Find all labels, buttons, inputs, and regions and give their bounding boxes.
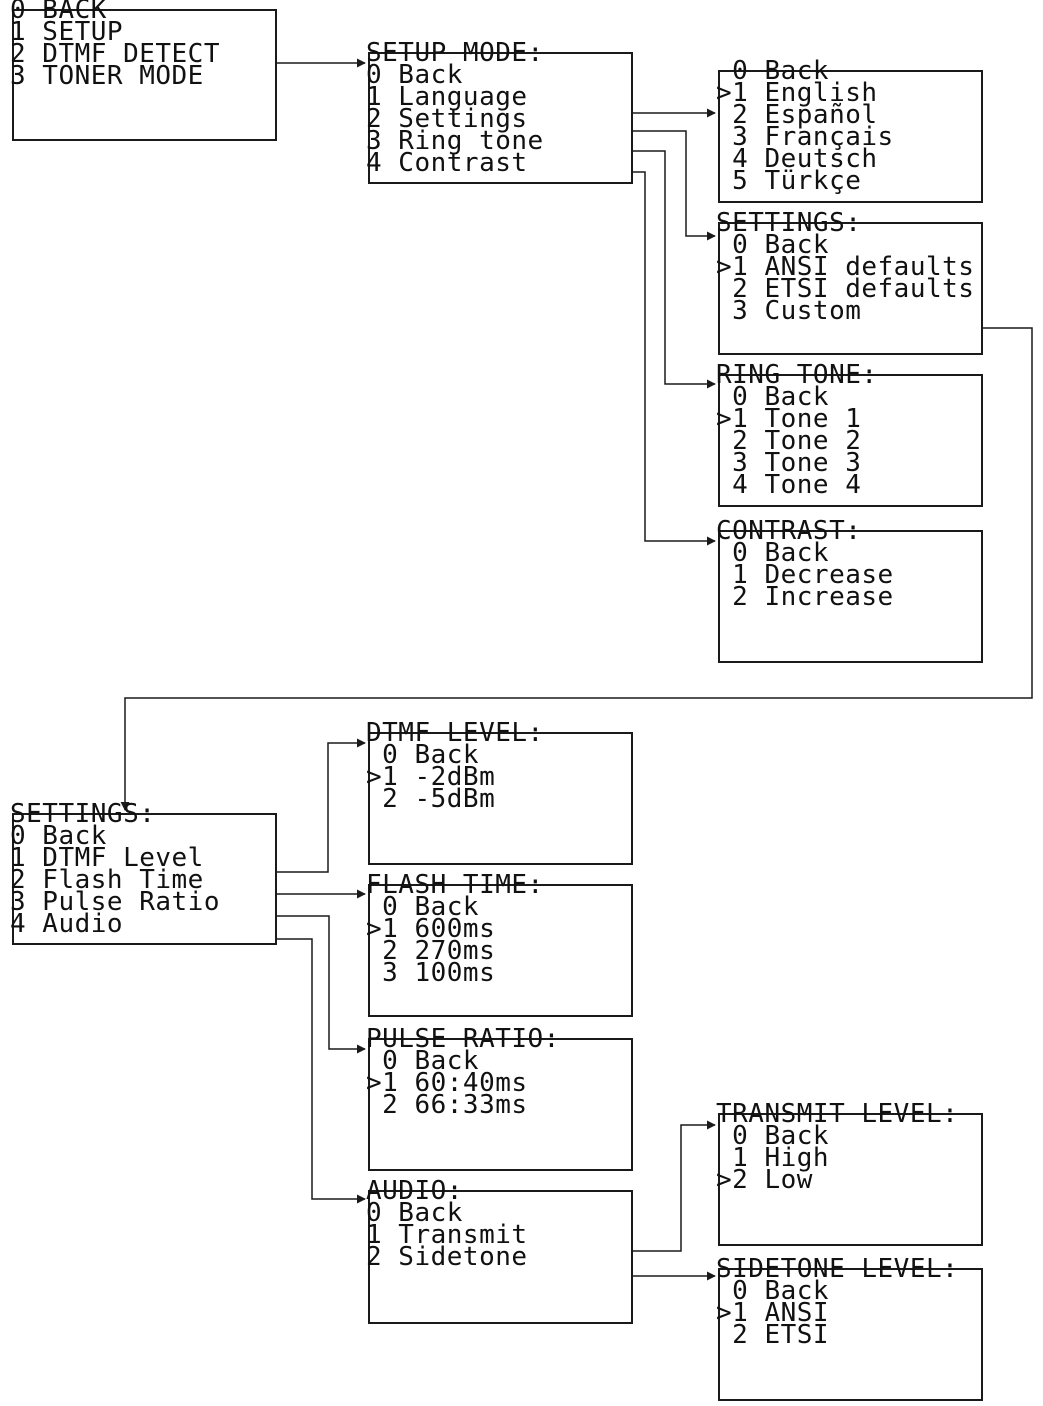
flash-time-line: 0 Back: [366, 892, 480, 922]
ring-tone-line: 2 Tone 2: [716, 426, 862, 456]
audio-line: 2 Sidetone: [366, 1242, 528, 1272]
transmit-level-line: TRANSMIT LEVEL:: [716, 1099, 959, 1129]
flash-time-line: >1 600ms: [366, 914, 496, 944]
setup-mode-line: 4 Contrast: [366, 148, 528, 178]
sidetone-level-list: SIDETONE LEVEL: 0 Back>1 ANSI 2 ETSI: [716, 1254, 959, 1350]
language-line: 5 Türkçe: [716, 166, 862, 196]
settings-custom-line: 3 Pulse Ratio: [10, 887, 220, 917]
dtmf-level-panel: DTMF LEVEL: 0 Back>1 -2dBm 2 -5dBm: [366, 720, 633, 865]
pulse-ratio-line: 2 66:33ms: [366, 1090, 528, 1120]
pulse-ratio-list: PULSE RATIO: 0 Back>1 60:40ms 2 66:33ms: [366, 1024, 560, 1120]
language-line: 0 Back: [716, 56, 830, 86]
ring-tone-list: RING TONE: 0 Back>1 Tone 1 2 Tone 2 3 To…: [716, 360, 878, 500]
settings-defaults-line: >1 ANSI defaults: [716, 252, 975, 282]
audio-line: AUDIO:: [366, 1176, 463, 1206]
dtmf-level-line: DTMF LEVEL:: [366, 718, 544, 748]
dtmf-level-list: DTMF LEVEL: 0 Back>1 -2dBm 2 -5dBm: [366, 718, 544, 814]
settings-custom-line: SETTINGS:: [10, 799, 156, 829]
main-menu-line: 1 SETUP: [10, 17, 124, 47]
transmit-level-line: >2 Low: [716, 1165, 813, 1195]
connector-settings-to-dtmf: [245, 738, 366, 873]
language-line: 2 Español: [716, 100, 878, 130]
flash-time-line: 3 100ms: [366, 958, 496, 988]
ring-tone-line: >1 Tone 1: [716, 404, 862, 434]
settings-custom-line: 4 Audio: [10, 909, 124, 939]
settings-defaults-line: 3 Custom: [716, 296, 862, 326]
connector-settings-to-pulse: [245, 915, 366, 1054]
flash-time-panel: FLASH TIME: 0 Back>1 600ms 2 270ms 3 100…: [366, 872, 633, 1017]
contrast-panel: CONTRAST: 0 Back 1 Decrease 2 Increase: [716, 518, 983, 663]
connector-setup-to-settings: [597, 130, 716, 241]
dtmf-level-line: 2 -5dBm: [366, 784, 496, 814]
pulse-ratio-line: PULSE RATIO:: [366, 1024, 560, 1054]
contrast-line: 2 Increase: [716, 582, 894, 612]
sidetone-level-line: 0 Back: [716, 1276, 830, 1306]
setup-mode-line: 1 Language: [366, 82, 528, 112]
connector-setup-to-ring-tone: [597, 150, 716, 389]
flash-time-line: 2 270ms: [366, 936, 496, 966]
sidetone-level-line: 2 ETSI: [716, 1320, 830, 1350]
main-menu-line: 3 TONER MODE: [10, 61, 204, 91]
language-line: 4 Deutsch: [716, 144, 878, 174]
sidetone-level-panel: SIDETONE LEVEL: 0 Back>1 ANSI 2 ETSI: [716, 1256, 983, 1401]
flash-time-line: FLASH TIME:: [366, 870, 544, 900]
pulse-ratio-line: 0 Back: [366, 1046, 480, 1076]
dtmf-level-line: >1 -2dBm: [366, 762, 496, 792]
connector-setup-to-contrast: [597, 171, 716, 546]
ring-tone-line: RING TONE:: [716, 360, 878, 390]
language-line: 3 Français: [716, 122, 894, 152]
main-menu-line: 2 DTMF DETECT: [10, 39, 220, 69]
pulse-ratio-panel: PULSE RATIO: 0 Back>1 60:40ms 2 66:33ms: [366, 1026, 633, 1171]
settings-defaults-list: SETTINGS: 0 Back>1 ANSI defaults 2 ETSI …: [716, 208, 975, 326]
language-list: 0 Back>1 English 2 Español 3 Français 4 …: [716, 56, 894, 196]
ring-tone-panel: RING TONE: 0 Back>1 Tone 1 2 Tone 2 3 To…: [716, 362, 983, 507]
settings-defaults-line: 0 Back: [716, 230, 830, 260]
main-menu-line: 0 BACK: [10, 0, 107, 25]
setup-mode-line: 0 Back: [366, 60, 463, 90]
settings-defaults-line: 2 ETSI defaults: [716, 274, 975, 304]
ring-tone-line: 0 Back: [716, 382, 830, 412]
contrast-line: CONTRAST:: [716, 516, 862, 546]
pulse-ratio-line: >1 60:40ms: [366, 1068, 528, 1098]
connector-audio-to-transmit: [597, 1120, 716, 1252]
transmit-level-line: 0 Back: [716, 1121, 830, 1151]
contrast-line: 0 Back: [716, 538, 830, 568]
contrast-list: CONTRAST: 0 Back 1 Decrease 2 Increase: [716, 516, 894, 612]
setup-mode-line: 3 Ring tone: [366, 126, 544, 156]
sidetone-level-line: >1 ANSI: [716, 1298, 830, 1328]
settings-defaults-line: SETTINGS:: [716, 208, 862, 238]
ring-tone-line: 3 Tone 3: [716, 448, 862, 478]
audio-line: 0 Back: [366, 1198, 463, 1228]
dtmf-level-line: 0 Back: [366, 740, 480, 770]
connector-settings-to-audio: [245, 938, 366, 1204]
setup-mode-line: 2 Settings: [366, 104, 528, 134]
sidetone-level-line: SIDETONE LEVEL:: [716, 1254, 959, 1284]
settings-custom-line: 1 DTMF Level: [10, 843, 204, 873]
ring-tone-line: 4 Tone 4: [716, 470, 862, 500]
transmit-level-panel: TRANSMIT LEVEL: 0 Back 1 High>2 Low: [716, 1101, 983, 1246]
settings-defaults-panel: SETTINGS: 0 Back>1 ANSI defaults 2 ETSI …: [716, 210, 983, 355]
settings-custom-line: 0 Back: [10, 821, 107, 851]
language-line: >1 English: [716, 78, 878, 108]
transmit-level-line: 1 High: [716, 1143, 830, 1173]
language-panel: 0 Back>1 English 2 Español 3 Français 4 …: [716, 58, 983, 203]
transmit-level-list: TRANSMIT LEVEL: 0 Back 1 High>2 Low: [716, 1099, 959, 1195]
contrast-line: 1 Decrease: [716, 560, 894, 590]
settings-custom-line: 2 Flash Time: [10, 865, 204, 895]
setup-mode-line: SETUP MODE:: [366, 38, 544, 68]
audio-line: 1 Transmit: [366, 1220, 528, 1250]
flash-time-list: FLASH TIME: 0 Back>1 600ms 2 270ms 3 100…: [366, 870, 544, 988]
connector-custom-to-settings: [120, 327, 1033, 811]
